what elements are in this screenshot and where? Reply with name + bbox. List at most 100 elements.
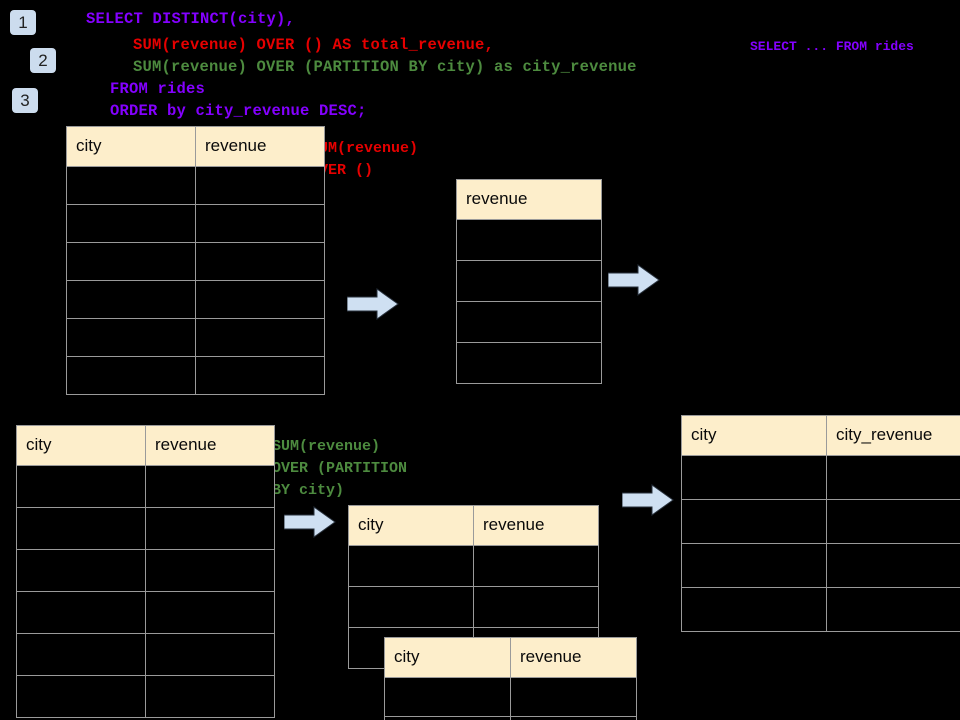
cell-city bbox=[16, 633, 146, 676]
cell-revenue bbox=[145, 465, 275, 508]
cell-city-revenue bbox=[826, 499, 960, 544]
cell-city bbox=[66, 242, 196, 281]
cell-city-revenue bbox=[826, 455, 960, 500]
table-row bbox=[456, 260, 602, 302]
table-row bbox=[456, 219, 602, 261]
column-header-revenue: revenue bbox=[145, 425, 275, 466]
table-row bbox=[66, 166, 325, 205]
table-row bbox=[681, 499, 960, 544]
table-row bbox=[681, 455, 960, 500]
table-row bbox=[16, 675, 275, 718]
cell-city bbox=[384, 716, 511, 720]
cell-city bbox=[66, 318, 196, 357]
table-row bbox=[681, 587, 960, 632]
column-header-revenue: revenue bbox=[473, 505, 599, 546]
cell-revenue bbox=[473, 545, 599, 587]
cell-city bbox=[384, 677, 511, 717]
column-header-city: city bbox=[348, 505, 474, 546]
cell-city bbox=[16, 675, 146, 718]
cell-revenue bbox=[145, 633, 275, 676]
cell-city bbox=[681, 543, 827, 588]
column-header-city: city bbox=[66, 126, 196, 167]
sql-side-note: SELECT ... FROM rides bbox=[750, 39, 914, 54]
table-header-row: revenue bbox=[456, 179, 602, 220]
table-header-row: city city_revenue bbox=[681, 415, 960, 456]
cell-city bbox=[66, 166, 196, 205]
table-row bbox=[66, 318, 325, 357]
cell-revenue bbox=[145, 507, 275, 550]
annotation-over-partition: SUM(revenue) OVER (PARTITION BY city) bbox=[272, 438, 408, 499]
table-header-row: city revenue bbox=[16, 425, 275, 466]
cell-revenue bbox=[195, 280, 325, 319]
cell-revenue bbox=[195, 356, 325, 395]
cell-city bbox=[681, 587, 827, 632]
cell-revenue bbox=[195, 318, 325, 357]
table-row bbox=[384, 677, 637, 717]
cell-revenue bbox=[456, 219, 602, 261]
source-rides-table-top: city revenue bbox=[66, 126, 325, 395]
arrow-total-to-result bbox=[608, 264, 660, 296]
cell-revenue bbox=[195, 166, 325, 205]
arrow-partition-to-result bbox=[622, 484, 674, 516]
column-header-revenue: revenue bbox=[456, 179, 602, 220]
column-header-city: city bbox=[681, 415, 827, 456]
table-header-row: city revenue bbox=[348, 505, 599, 546]
annotation-over-empty: SUM(revenue) OVER () bbox=[310, 140, 419, 179]
cell-city bbox=[16, 549, 146, 592]
table-row bbox=[66, 242, 325, 281]
cell-revenue bbox=[510, 716, 637, 720]
table-row bbox=[16, 549, 275, 592]
cell-city bbox=[348, 586, 474, 628]
table-row bbox=[16, 633, 275, 676]
table-row bbox=[384, 716, 637, 720]
table-row bbox=[16, 507, 275, 550]
sql-line-city-revenue: SUM(revenue) OVER (PARTITION BY city) as… bbox=[133, 58, 637, 76]
sql-line-total-revenue: SUM(revenue) OVER () AS total_revenue, bbox=[133, 36, 495, 54]
cell-city bbox=[16, 465, 146, 508]
column-header-city-revenue: city_revenue bbox=[826, 415, 960, 456]
cell-revenue bbox=[456, 342, 602, 384]
cell-revenue bbox=[145, 675, 275, 718]
cell-city bbox=[66, 280, 196, 319]
step-badge-2: 2 bbox=[30, 48, 56, 73]
column-header-revenue: revenue bbox=[510, 637, 637, 678]
table-row bbox=[348, 545, 599, 587]
total-revenue-table: revenue bbox=[456, 179, 602, 384]
cell-revenue bbox=[456, 260, 602, 302]
table-header-row: city revenue bbox=[384, 637, 637, 678]
table-row bbox=[456, 301, 602, 343]
column-header-city: city bbox=[384, 637, 511, 678]
cell-city bbox=[348, 545, 474, 587]
cell-revenue bbox=[145, 591, 275, 634]
table-header-row: city revenue bbox=[66, 126, 325, 167]
source-rides-table-bottom: city revenue bbox=[16, 425, 275, 718]
sql-line-select-distinct: SELECT DISTINCT(city), bbox=[86, 10, 296, 28]
table-row bbox=[66, 280, 325, 319]
table-row bbox=[16, 591, 275, 634]
cell-revenue bbox=[145, 549, 275, 592]
cell-city bbox=[16, 507, 146, 550]
table-row bbox=[66, 356, 325, 395]
cell-revenue bbox=[195, 242, 325, 281]
column-header-revenue: revenue bbox=[195, 126, 325, 167]
cell-city bbox=[681, 455, 827, 500]
cell-revenue bbox=[473, 586, 599, 628]
cell-city bbox=[66, 356, 196, 395]
arrow-source-to-total bbox=[347, 288, 399, 320]
cell-city-revenue bbox=[826, 543, 960, 588]
cell-revenue bbox=[195, 204, 325, 243]
sql-line-from: FROM rides bbox=[110, 80, 206, 98]
step-badge-1: 1 bbox=[10, 10, 36, 35]
sql-line-order-by: ORDER by city_revenue DESC; bbox=[110, 102, 367, 120]
step-badge-3: 3 bbox=[12, 88, 38, 113]
cell-city bbox=[16, 591, 146, 634]
table-row bbox=[681, 543, 960, 588]
table-row bbox=[456, 342, 602, 384]
partition-group-table-front: city revenue bbox=[384, 637, 637, 720]
cell-city-revenue bbox=[826, 587, 960, 632]
table-row bbox=[348, 586, 599, 628]
cell-city bbox=[681, 499, 827, 544]
table-row bbox=[66, 204, 325, 243]
cell-city bbox=[66, 204, 196, 243]
